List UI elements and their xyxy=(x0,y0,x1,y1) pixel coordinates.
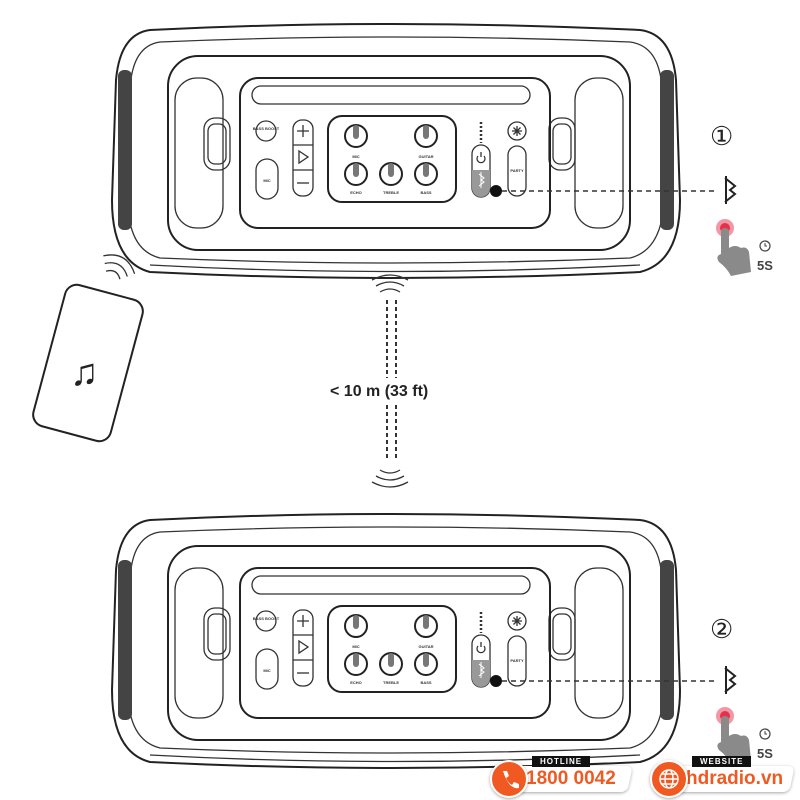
speaker-illustration: BASS BOOST MIC MIC GUITAR ECHO TREBLE BA… xyxy=(110,23,682,279)
bluetooth-icon xyxy=(478,172,485,188)
distance-label: < 10 m (33 ft) xyxy=(330,383,428,400)
bluetooth-icon xyxy=(724,176,737,204)
light-icon xyxy=(507,121,527,141)
svg-text:BASS: BASS xyxy=(420,190,431,195)
light-button-label: PARTY xyxy=(510,168,524,173)
phone: ♫ xyxy=(32,254,144,443)
svg-text:GUITAR: GUITAR xyxy=(418,644,433,649)
svg-text:BASS: BASS xyxy=(420,680,431,685)
step-1-duration: 5S xyxy=(757,258,773,273)
mic-button-label: MIC xyxy=(263,668,270,673)
phone-icon xyxy=(490,760,528,798)
step-2-duration: 5S xyxy=(757,746,773,761)
globe-icon xyxy=(650,760,688,798)
bass-boost-label: BASS BOOST xyxy=(253,126,280,131)
speaker-bottom: BASS BOOST MIC MIC GUITAR ECHO TREBLE BA… xyxy=(110,513,682,769)
svg-text:ECHO: ECHO xyxy=(350,190,362,195)
bass-boost-label: BASS BOOST xyxy=(253,616,280,621)
mic-button-label: MIC xyxy=(263,178,270,183)
svg-text:MIC: MIC xyxy=(352,644,359,649)
bluetooth-icon xyxy=(724,666,737,694)
step-1-number: ① xyxy=(710,121,733,151)
power-icon xyxy=(476,642,486,654)
speaker-top: BASS BOOST MIC MIC GUITAR ECHO TREBLE BA… xyxy=(110,23,682,279)
light-icon xyxy=(507,611,527,631)
light-button-label: PARTY xyxy=(510,658,524,663)
svg-text:MIC: MIC xyxy=(352,154,359,159)
music-note-icon: ♫ xyxy=(70,352,99,394)
website-badge[interactable]: WEBSITE hdradio.vn xyxy=(650,756,800,798)
svg-text:ECHO: ECHO xyxy=(350,680,362,685)
svg-text:TREBLE: TREBLE xyxy=(383,190,399,195)
speaker-illustration: BASS BOOST MIC MIC GUITAR ECHO TREBLE BA… xyxy=(110,513,682,769)
power-icon xyxy=(476,152,486,164)
svg-text:TREBLE: TREBLE xyxy=(383,680,399,685)
hotline-badge[interactable]: HOTLINE 1800 0042 xyxy=(490,756,640,798)
step-2-number: ② xyxy=(710,614,733,644)
bluetooth-icon xyxy=(478,662,485,678)
svg-text:GUITAR: GUITAR xyxy=(418,154,433,159)
